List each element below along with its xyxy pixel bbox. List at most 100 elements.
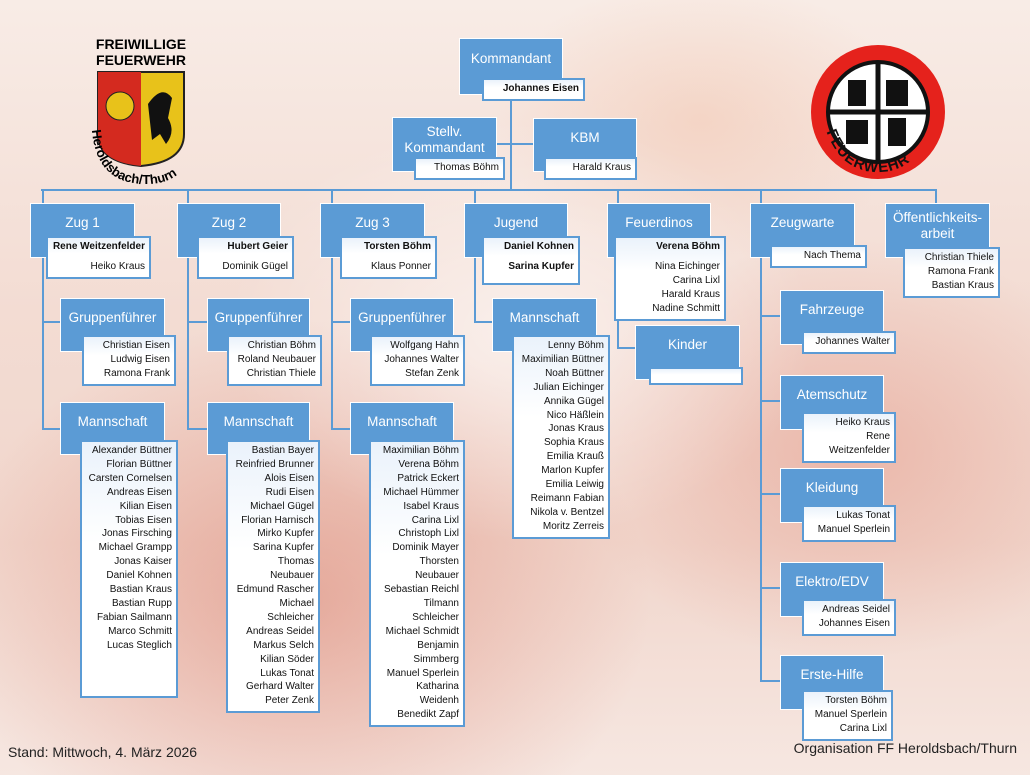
member-name: Carina Lixl	[839, 722, 887, 734]
member-name: Reinfried Brunner	[235, 458, 314, 470]
member-name: Fabian Sailmann	[96, 611, 172, 623]
member-name: Christoph Lixl	[398, 528, 459, 540]
member-name: Alexander Büttner	[91, 445, 172, 456]
member-name: Gerhard Walter	[246, 681, 314, 693]
member-name: Michael Gügel	[250, 500, 314, 512]
logo-text-2: FEUERWEHR	[96, 52, 186, 68]
connector-line	[496, 143, 534, 145]
connector-line	[760, 493, 782, 495]
member-name: Carsten Cornelsen	[88, 472, 172, 484]
connector-line	[187, 321, 207, 323]
unit-names-box: Thomas Böhm	[414, 157, 505, 180]
member-name: Dominik Gügel	[222, 260, 288, 272]
member-name: Reimann Fabian	[530, 492, 604, 504]
member-name: Edmund Rascher	[236, 584, 314, 596]
member-name: Christian Thiele	[246, 367, 316, 379]
member-name: Florian Büttner	[106, 458, 172, 470]
member-name: Verena Böhm	[398, 458, 459, 470]
member-name: Andreas Seidel	[822, 604, 890, 615]
member-name: Christian Thiele	[924, 252, 994, 263]
member-name: Bastian Bayer	[251, 445, 314, 456]
connector-line	[331, 258, 333, 430]
member-name: Klaus Ponner	[370, 260, 431, 272]
feuerwehr-signet-logo: FEUERWEHR	[811, 45, 945, 179]
member-name: Lukas Tonat	[260, 667, 314, 679]
leader-name: Johannes Eisen	[502, 83, 579, 94]
member-name: Maximilian Büttner	[521, 353, 604, 365]
member-name: Katharina Weidenh	[416, 681, 459, 707]
member-name: Tobias Eisen	[115, 514, 172, 526]
member-name: Stefan Zenk	[405, 367, 459, 379]
member-name: Harald Kraus	[661, 288, 720, 300]
member-name: Christian Eisen	[102, 340, 170, 351]
member-name: Sophia Kraus	[543, 437, 604, 449]
member-name: Lukas Tonat	[836, 510, 890, 521]
ff-logo-left: FREIWILLIGE FEUERWEHR Heroldsbach/Thurn	[86, 34, 196, 194]
member-name: Roland Neubauer	[237, 353, 316, 365]
leader-name: Rene Weitzenfelder	[52, 241, 145, 252]
organisation-label: Organisation FF Heroldsbach/Thurn	[793, 740, 1017, 756]
member-name: Jonas Kraus	[548, 423, 604, 435]
member-name: Johannes Eisen	[818, 617, 890, 629]
leader-name: Daniel Kohnen	[503, 241, 574, 252]
member-name: Nach Thema	[803, 250, 861, 261]
member-name: Markus Selch	[253, 639, 314, 651]
member-name: Nikola v. Bentzel	[530, 506, 604, 518]
connector-line	[474, 190, 476, 204]
member-name: Peter Zenk	[265, 695, 314, 707]
connector-line	[42, 258, 44, 430]
member-name: Marco Schmitt	[108, 625, 172, 637]
member-name: Ramona Frank	[103, 367, 170, 379]
member-name: Jonas Kaiser	[114, 556, 172, 568]
connector-line	[41, 189, 937, 191]
member-name: Bastian Rupp	[111, 597, 172, 609]
member-name: Michael Schleicher	[267, 597, 314, 623]
date-stamp: Stand: Mittwoch, 4. März 2026	[8, 744, 198, 760]
member-name: Heiko Kraus	[835, 417, 890, 428]
member-name: Thorsten Neubauer	[415, 556, 459, 582]
connector-line	[760, 258, 762, 682]
member-name: Nina Eichinger	[654, 260, 720, 272]
connector-line	[187, 428, 207, 430]
connector-line	[42, 190, 44, 204]
member-name: Heiko Kraus	[90, 260, 145, 272]
unit-names-box: Johannes Eisen	[482, 78, 585, 101]
unit-names-box	[649, 367, 743, 385]
member-name: Torsten Böhm	[825, 695, 887, 706]
member-name: Alois Eisen	[264, 472, 314, 484]
member-name: Annika Gügel	[543, 395, 604, 407]
connector-line	[474, 258, 476, 323]
unit-names-box: Nach Thema	[770, 245, 867, 268]
connector-line	[474, 321, 494, 323]
member-name: Bastian Kraus	[931, 279, 994, 291]
member-name: Michael Schmidt	[385, 625, 459, 637]
connector-line	[331, 321, 351, 323]
member-name: Rene Weitzenfelder	[829, 430, 890, 456]
member-name: Ludwig Eisen	[110, 353, 170, 365]
connector-line	[42, 428, 62, 430]
connector-line	[935, 190, 937, 204]
member-name: Manuel Sperlein	[814, 708, 887, 720]
member-name: Lenny Böhm	[547, 340, 604, 351]
member-name: Michael Hümmer	[383, 486, 459, 498]
member-name: Ramona Frank	[927, 265, 994, 277]
member-name: Isabel Kraus	[403, 500, 459, 512]
connector-line	[760, 680, 782, 682]
leader-name: Sarina Kupfer	[508, 260, 574, 272]
leader-name: Hubert Geier	[227, 241, 288, 252]
unit-names-box: Johannes Walter	[802, 331, 896, 354]
member-name: Andreas Seidel	[246, 625, 314, 637]
member-name: Michael Grampp	[98, 542, 172, 554]
connector-line	[760, 315, 782, 317]
member-name: Johannes Walter	[384, 353, 459, 365]
